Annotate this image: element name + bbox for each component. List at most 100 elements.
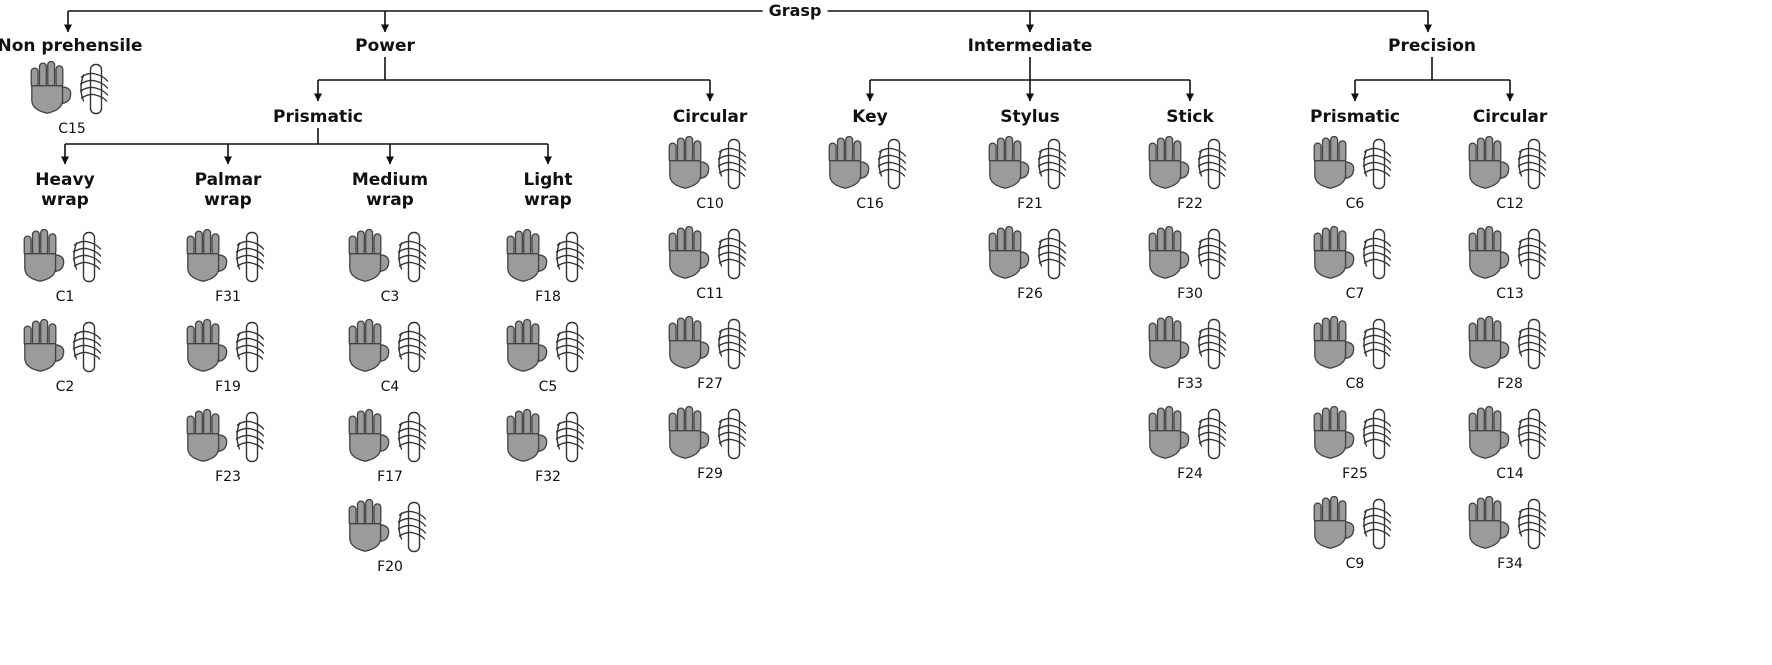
grasp-illustration-icon: [552, 318, 592, 376]
grasp-item: C11: [667, 223, 754, 313]
grasp-item-icons: [29, 58, 116, 118]
hand-contact-icon: [1467, 495, 1511, 553]
grasp-item-icons: [1147, 403, 1234, 463]
grasp-illustration-icon: [714, 225, 754, 283]
column-medium-wrap: C3 C4 F17 F20: [347, 226, 434, 586]
grasp-illustration-icon: [714, 405, 754, 463]
hand-contact-icon: [1147, 315, 1191, 373]
grasp-item: C8: [1312, 313, 1399, 403]
hand-contact-icon: [1467, 225, 1511, 283]
grasp-illustration-icon: [1359, 405, 1399, 463]
hand-contact-icon: [1312, 135, 1356, 193]
hand-contact-icon: [1312, 495, 1356, 553]
grasp-code: C11: [696, 286, 724, 302]
node-medium-wrap: Medium wrap: [351, 170, 429, 211]
grasp-illustration-icon: [714, 315, 754, 373]
grasp-code: C13: [1496, 286, 1524, 302]
node-power-circular: Circular: [672, 107, 748, 127]
grasp-item: F22: [1147, 133, 1234, 223]
grasp-code: C14: [1496, 466, 1524, 482]
grasp-illustration-icon: [1194, 225, 1234, 283]
grasp-illustration-icon: [394, 408, 434, 466]
node-intermediate-stylus: Stylus: [1000, 107, 1060, 127]
column-stick: F22 F30 F33 F24: [1147, 133, 1234, 493]
grasp-item: C14: [1467, 403, 1554, 493]
grasp-item: F31: [185, 226, 272, 316]
grasp-illustration-icon: [1359, 495, 1399, 553]
grasp-item-icons: [347, 496, 434, 556]
grasp-item-icons: [1467, 313, 1554, 373]
grasp-code: F33: [1177, 376, 1203, 392]
hand-contact-icon: [1467, 405, 1511, 463]
grasp-illustration-icon: [1194, 135, 1234, 193]
grasp-item-icons: [22, 316, 109, 376]
grasp-item-icons: [1312, 313, 1399, 373]
grasp-item: F26: [987, 223, 1074, 313]
grasp-code: F28: [1497, 376, 1523, 392]
grasp-code: F17: [377, 469, 403, 485]
grasp-item-icons: [22, 226, 109, 286]
hand-contact-icon: [667, 135, 711, 193]
grasp-item-icons: [1467, 403, 1554, 463]
grasp-item: F27: [667, 313, 754, 403]
grasp-code: F30: [1177, 286, 1203, 302]
grasp-code: F19: [215, 379, 241, 395]
grasp-code: F26: [1017, 286, 1043, 302]
grasp-code: C3: [380, 289, 400, 305]
grasp-item: C12: [1467, 133, 1554, 223]
grasp-code: F20: [377, 559, 403, 575]
grasp-code: C9: [1345, 556, 1365, 572]
column-heavy-wrap: C1 C2: [22, 226, 109, 406]
grasp-code: C16: [856, 196, 884, 212]
grasp-item: F34: [1467, 493, 1554, 583]
grasp-item: F19: [185, 316, 272, 406]
hand-contact-icon: [1147, 405, 1191, 463]
grasp-code: F25: [1342, 466, 1368, 482]
grasp-item-icons: [1467, 133, 1554, 193]
grasp-code: F22: [1177, 196, 1203, 212]
grasp-item-icons: [185, 406, 272, 466]
grasp-item: C6: [1312, 133, 1399, 223]
node-heavy-wrap: Heavy wrap: [35, 170, 95, 211]
grasp-illustration-icon: [1359, 135, 1399, 193]
grasp-item-icons: [1147, 223, 1234, 283]
hand-contact-icon: [505, 408, 549, 466]
grasp-code: F31: [215, 289, 241, 305]
grasp-illustration-icon: [1359, 315, 1399, 373]
grasp-item-icons: [1467, 223, 1554, 283]
node-power: Power: [355, 36, 415, 56]
hand-contact-icon: [29, 60, 73, 118]
grasp-item-icons: [347, 226, 434, 286]
hand-contact-icon: [22, 318, 66, 376]
hand-contact-icon: [505, 228, 549, 286]
hand-contact-icon: [1312, 405, 1356, 463]
grasp-code: C1: [55, 289, 75, 305]
grasp-illustration-icon: [69, 228, 109, 286]
hand-contact-icon: [667, 405, 711, 463]
grasp-item: C15: [29, 58, 116, 148]
grasp-item-icons: [185, 316, 272, 376]
node-precision: Precision: [1387, 36, 1477, 56]
grasp-item: F30: [1147, 223, 1234, 313]
grasp-code: F34: [1497, 556, 1523, 572]
grasp-item: C1: [22, 226, 109, 316]
hand-contact-icon: [22, 228, 66, 286]
hand-contact-icon: [667, 315, 711, 373]
grasp-illustration-icon: [1194, 315, 1234, 373]
grasp-illustration-icon: [1359, 225, 1399, 283]
grasp-item: C9: [1312, 493, 1399, 583]
grasp-item-icons: [347, 316, 434, 376]
intermediate-connectors: [866, 57, 1194, 102]
grasp-item-icons: [185, 226, 272, 286]
grasp-item: F28: [1467, 313, 1554, 403]
node-light-wrap: Light wrap: [523, 170, 573, 211]
grasp-code: C7: [1345, 286, 1365, 302]
hand-contact-icon: [185, 408, 229, 466]
grasp-illustration-icon: [1194, 405, 1234, 463]
column-light-wrap: F18 C5 F32: [505, 226, 592, 496]
grasp-code: F18: [535, 289, 561, 305]
grasp-item-icons: [667, 313, 754, 373]
power-connectors: [61, 57, 714, 165]
grasp-illustration-icon: [394, 318, 434, 376]
